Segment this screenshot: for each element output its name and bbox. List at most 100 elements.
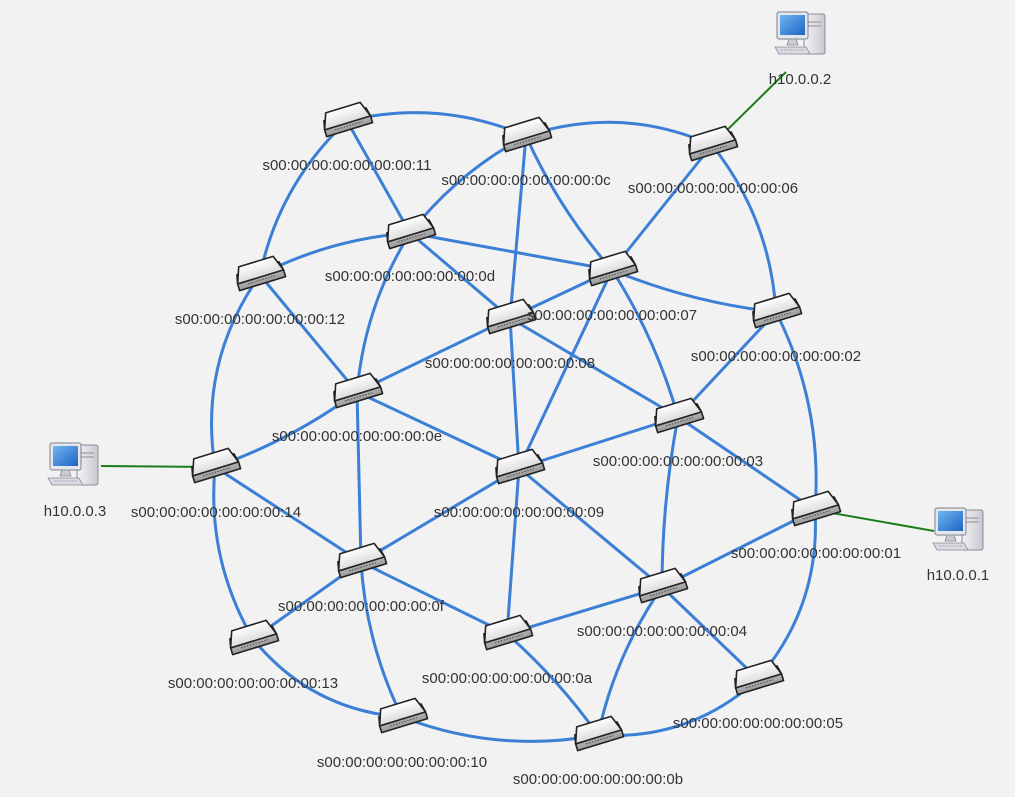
switch-label-03: s00:00:00:00:00:00:00:03 xyxy=(593,453,763,470)
switch-node-11[interactable] xyxy=(320,101,374,138)
link-s12-s11[interactable] xyxy=(258,119,349,276)
network-switch-icon xyxy=(191,447,242,484)
link-s07-s09[interactable] xyxy=(517,269,614,469)
link-s09-s03[interactable] xyxy=(518,415,679,470)
network-switch-icon xyxy=(588,250,639,287)
desktop-computer-icon xyxy=(47,442,99,486)
switch-label-10: s00:00:00:00:00:00:00:10 xyxy=(317,754,487,771)
link-s0f-s0a[interactable] xyxy=(360,560,508,636)
switch-node-09[interactable] xyxy=(492,448,546,485)
link-s04-s05[interactable] xyxy=(660,585,760,681)
link-s09-s04[interactable] xyxy=(518,466,663,589)
link-s0e-s0f[interactable] xyxy=(355,391,363,563)
network-switch-icon xyxy=(486,298,537,335)
switch-node-13[interactable] xyxy=(226,619,280,656)
switch-label-13: s00:00:00:00:00:00:00:13 xyxy=(168,675,338,692)
network-switch-icon xyxy=(654,397,705,434)
network-switch-icon xyxy=(688,125,739,162)
link-s08-s03[interactable] xyxy=(509,316,679,419)
switch-node-0c[interactable] xyxy=(499,116,553,153)
switch-node-08[interactable] xyxy=(483,298,537,335)
switch-label-0d: s00:00:00:00:00:00:00:0d xyxy=(325,268,495,285)
link-s0c-s07[interactable] xyxy=(524,135,614,271)
switch-label-02: s00:00:00:00:00:00:00:02 xyxy=(691,348,861,365)
link-s02-s03[interactable] xyxy=(676,310,778,419)
link-s08-s09[interactable] xyxy=(508,317,521,469)
link-s04-s0b[interactable] xyxy=(596,586,664,736)
desktop-computer-icon xyxy=(932,507,984,551)
link-s09-s0a[interactable] xyxy=(505,467,521,635)
host-node-h1[interactable] xyxy=(932,507,984,551)
host-label-h3: h10.0.0.3 xyxy=(44,503,107,520)
switch-label-01: s00:00:00:00:00:00:00:01 xyxy=(731,545,901,562)
switch-node-03[interactable] xyxy=(651,397,705,434)
link-s01-s04[interactable] xyxy=(661,508,816,589)
link-s03-s04[interactable] xyxy=(660,416,680,588)
switch-node-0b[interactable] xyxy=(571,715,625,752)
link-s08-s0e[interactable] xyxy=(356,316,511,394)
link-s06-s07[interactable] xyxy=(610,144,714,271)
link-s0c-s06[interactable] xyxy=(525,120,713,147)
link-s14-s12[interactable] xyxy=(210,274,262,468)
link-s11-s0d[interactable] xyxy=(345,120,412,234)
network-switch-icon xyxy=(734,659,785,696)
switch-label-06: s00:00:00:00:00:00:00:06 xyxy=(628,180,798,197)
network-switch-icon xyxy=(502,116,553,153)
link-s07-s03[interactable] xyxy=(610,269,680,418)
link-s0f-s14[interactable] xyxy=(214,465,362,564)
switch-label-0b: s00:00:00:00:00:00:00:0b xyxy=(513,771,683,788)
network-switch-icon xyxy=(483,614,534,651)
link-s0d-s07[interactable] xyxy=(409,231,613,272)
switch-node-04[interactable] xyxy=(635,567,689,604)
network-switch-icon xyxy=(574,715,625,752)
switch-node-10[interactable] xyxy=(375,697,429,734)
network-switch-icon xyxy=(495,448,546,485)
link-s0d-s08[interactable] xyxy=(409,231,511,320)
link-s09-s0f[interactable] xyxy=(360,466,520,564)
link-s0a-s04[interactable] xyxy=(506,585,663,636)
network-switch-icon xyxy=(323,101,374,138)
link-s0d-s0e[interactable] xyxy=(355,232,412,393)
network-switch-icon xyxy=(752,292,803,329)
switch-node-0f[interactable] xyxy=(334,542,388,579)
host-label-h2: h10.0.0.2 xyxy=(769,71,832,88)
link-s0c-s08[interactable] xyxy=(508,135,528,319)
switch-label-0e: s00:00:00:00:00:00:00:0e xyxy=(272,428,442,445)
switch-node-0a[interactable] xyxy=(480,614,534,651)
network-switch-icon xyxy=(791,490,842,527)
link-s06-s02[interactable] xyxy=(710,144,778,313)
link-s0b-s10[interactable] xyxy=(401,715,599,743)
link-s02-s01[interactable] xyxy=(774,311,818,511)
link-s07-s02[interactable] xyxy=(611,268,777,314)
link-s03-s01[interactable] xyxy=(677,415,816,512)
switch-node-02[interactable] xyxy=(749,292,803,329)
switch-node-06[interactable] xyxy=(685,125,739,162)
switch-label-11: s00:00:00:00:00:00:00:11 xyxy=(262,157,431,174)
labels-layer: s00:00:00:00:00:00:00:01 s00:00:00:00:00:… xyxy=(44,71,990,788)
network-switch-icon xyxy=(236,255,287,292)
network-switch-icon xyxy=(229,619,280,656)
switch-node-07[interactable] xyxy=(585,250,639,287)
switch-node-05[interactable] xyxy=(731,659,785,696)
switch-node-01[interactable] xyxy=(788,490,842,527)
host-node-h2[interactable] xyxy=(774,11,826,55)
switch-label-08: s00:00:00:00:00:00:00:08 xyxy=(425,355,595,372)
switch-node-14[interactable] xyxy=(188,447,242,484)
desktop-computer-icon xyxy=(774,11,826,55)
network-switch-icon xyxy=(378,697,429,734)
switch-node-0d[interactable] xyxy=(383,213,437,250)
switch-node-12[interactable] xyxy=(233,255,287,292)
switch-label-05: s00:00:00:00:00:00:00:05 xyxy=(673,715,843,732)
link-s0e-s12[interactable] xyxy=(258,274,359,393)
network-switch-icon xyxy=(386,213,437,250)
host-label-h1: h10.0.0.1 xyxy=(927,567,990,584)
host-node-h3[interactable] xyxy=(47,442,99,486)
network-switch-icon xyxy=(638,567,689,604)
link-s11-s0c[interactable] xyxy=(346,111,527,138)
switch-label-04: s00:00:00:00:00:00:00:04 xyxy=(577,623,747,640)
switch-node-0e[interactable] xyxy=(330,372,384,409)
link-s0e-s09[interactable] xyxy=(356,390,520,470)
link-s0f-s10[interactable] xyxy=(359,561,404,718)
link-s13-s14[interactable] xyxy=(212,466,255,640)
